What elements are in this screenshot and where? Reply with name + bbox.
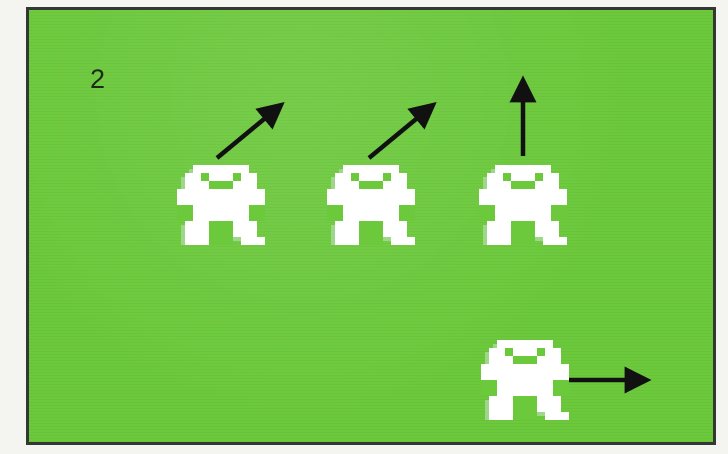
arrow-up-right-2-icon (369, 110, 427, 158)
game-screen: 2 (26, 7, 716, 445)
movement-arrows (29, 10, 713, 442)
arrow-up-right-1-icon (217, 110, 275, 158)
